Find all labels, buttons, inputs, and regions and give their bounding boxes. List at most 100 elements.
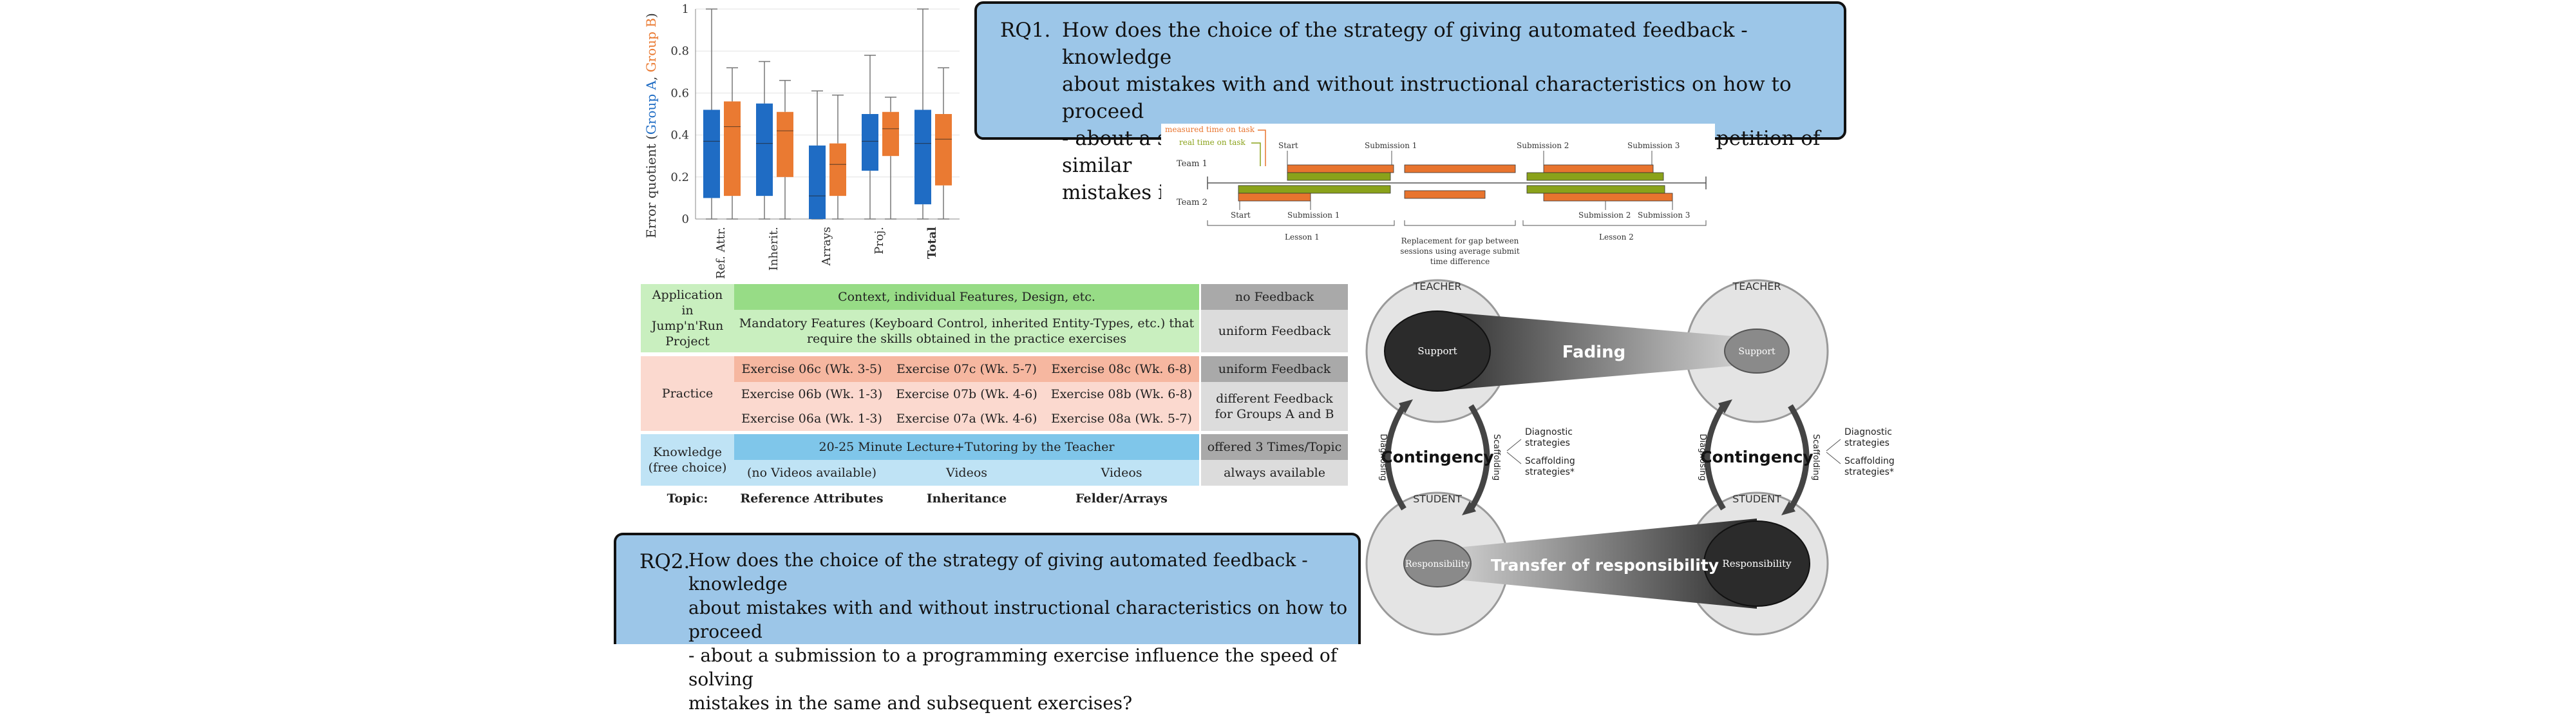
team2-l1-real-bar <box>1238 185 1391 194</box>
scaffstrat-pointer-right <box>1826 452 1841 464</box>
row-header-knowledge: Knowledge (free choice) <box>641 434 734 486</box>
team2-l1-measured-bar <box>1238 193 1311 202</box>
gap-replacement-bar-bottom <box>1404 190 1486 199</box>
gap-label-line1: Replacement for gap between <box>1401 236 1519 245</box>
scaffolding-strategies-right-l2: strategies* <box>1844 467 1894 477</box>
boxplot-boxes <box>703 8 952 220</box>
student-label-left: STUDENT <box>1413 493 1462 505</box>
diagnostic-strategies-left-l2: strategies <box>1525 438 1570 448</box>
responsibility-ellipse-large <box>1703 520 1810 607</box>
rq2-line: How does the choice of the strategy of g… <box>688 549 1308 595</box>
rq2-label: RQ2. <box>639 550 690 573</box>
team2-sub3-label: Submission 3 <box>1638 211 1690 220</box>
transfer-label: Transfer of responsibility <box>1491 556 1719 575</box>
measured-arrow <box>1258 129 1266 166</box>
boxplot-y-label: Error quotient (Group A, Group B) <box>643 13 659 238</box>
app-context-cell: Context, individual Features, Design, et… <box>734 284 1199 310</box>
diagnostic-pointer-right <box>1826 439 1841 452</box>
x-category-label: Total <box>925 227 939 259</box>
responsibility-ellipse-small <box>1403 540 1472 587</box>
cycle-arc-right-left <box>1704 404 1726 511</box>
x-category-label: Inherit. <box>767 227 781 271</box>
real-arrow <box>1251 142 1261 166</box>
topic-inheritance: Inheritance <box>926 491 1007 506</box>
contingency-label-left: Contingency <box>1381 448 1493 466</box>
y-tick-label: 0.2 <box>670 171 689 184</box>
teacher-label-left: TEACHER <box>1413 280 1462 292</box>
team1-sub3-label: Submission 3 <box>1627 141 1680 150</box>
scaffstrat-pointer-left <box>1506 452 1522 464</box>
ylabel-group-b: Group B <box>643 18 659 72</box>
row-header-application: Application in Jump'n'Run Project <box>641 284 734 352</box>
videos-cell-inh: Videos <box>889 460 1044 486</box>
fading-band <box>1437 311 1757 391</box>
cycle-arrowhead-right-top <box>1718 399 1732 414</box>
box-group-a <box>756 103 773 196</box>
team2-l2-real-bar <box>1526 185 1665 194</box>
y-tick-label: 1 <box>682 3 689 16</box>
gap-label-line3: time difference <box>1430 257 1490 266</box>
x-category-label: Ref. Attr. <box>714 227 728 279</box>
timeline-diagram: measured time on task real time on task … <box>1161 124 1715 278</box>
box-group-b <box>777 111 793 177</box>
box-group-a <box>703 110 720 198</box>
scaffolding-strategies-left-l1: Scaffolding <box>1525 456 1575 466</box>
lecture-cell: 20-25 Minute Lecture+Tutoring by the Tea… <box>734 434 1199 460</box>
team2-sub1-label: Submission 1 <box>1287 211 1340 220</box>
exercise-06c: Exercise 06c (Wk. 3-5) <box>734 356 889 382</box>
team1-l1-real-bar <box>1287 172 1391 181</box>
diagnosing-label-left: Diagnosing <box>1378 434 1388 481</box>
y-tick-label: 0.8 <box>670 44 689 58</box>
rq1-box: RQ1. How does the choice of the strategy… <box>974 1 1846 204</box>
scaffolding-strategies-left-l2: strategies* <box>1525 467 1575 477</box>
diagnostic-strategies-right-l1: Diagnostic <box>1844 427 1892 437</box>
y-tick-label: 0.4 <box>670 129 689 142</box>
exercise-07a: Exercise 07a (Wk. 4-6) <box>889 406 1044 431</box>
x-category-label: Proj. <box>873 227 886 254</box>
rq1-label: RQ1. <box>1000 19 1051 42</box>
always-available-cell: always available <box>1201 460 1348 486</box>
practice-uniform-cell: uniform Feedback <box>1201 356 1348 382</box>
box-group-a <box>809 145 826 219</box>
box-group-a <box>862 114 878 171</box>
teacher-label-right: TEACHER <box>1732 280 1781 292</box>
rq2-line: about mistakes with and without instruct… <box>688 597 1348 642</box>
app-mandatory-cell: Mandatory Features (Keyboard Control, in… <box>734 310 1199 352</box>
scaffolding-strategies-right-l1: Scaffolding <box>1844 456 1895 466</box>
rq2-box: RQ2. How does the choice of the strategy… <box>614 533 1361 714</box>
transfer-band <box>1437 519 1757 609</box>
diagnosing-label-right: Diagnosing <box>1698 434 1707 481</box>
lesson2-brace <box>1522 220 1707 226</box>
practice-different-cell: different Feedback for Groups A and B <box>1201 382 1348 431</box>
support-ellipse-small <box>1724 329 1790 374</box>
topic-reference-attributes: Reference Attributes <box>740 491 884 506</box>
contingency-label-right: Contingency <box>1700 448 1813 466</box>
ylabel-sep: , <box>643 72 659 81</box>
box-group-b <box>935 114 952 186</box>
real-time-label: real time on task <box>1179 138 1246 147</box>
topic-label: Topic: <box>667 491 708 506</box>
cycle-arrowhead-left-top <box>1399 399 1413 414</box>
rq1-line: How does the choice of the strategy of g… <box>1062 19 1748 69</box>
measured-time-label: measured time on task <box>1165 125 1255 134</box>
team2-l2-measured-bar <box>1543 193 1673 202</box>
topic-arrays: Felder/Arrays <box>1075 491 1168 506</box>
rq2-line: - about a submission to a programming ex… <box>688 645 1338 690</box>
gap-label-line2: sessions using average submit <box>1400 247 1520 256</box>
scaffolding-label-right: Scaffolding <box>1811 434 1821 481</box>
course-structure-table: Application in Jump'n'Run Project Practi… <box>641 284 1348 510</box>
scaffolding-label-left: Scaffolding <box>1492 434 1501 481</box>
support-label-large: Support <box>1417 345 1457 357</box>
diagnostic-strategies-left-l1: Diagnostic <box>1525 427 1573 437</box>
ylabel-suffix: ) <box>643 13 659 18</box>
team1-label: Team 1 <box>1177 159 1208 169</box>
student-label-right: STUDENT <box>1732 493 1781 505</box>
scaffolding-diagram: TEACHER TEACHER STUDENT STUDENT Support … <box>1365 279 1895 636</box>
exercise-06a: Exercise 06a (Wk. 1-3) <box>734 406 889 431</box>
team1-l1-measured-bar <box>1287 164 1394 173</box>
cycle-arrowhead-left-bottom <box>1462 501 1476 515</box>
videos-cell-arr: Videos <box>1044 460 1199 486</box>
rq2-text: How does the choice of the strategy of g… <box>688 548 1358 715</box>
rq2-line: mistakes in the same and subsequent exer… <box>688 692 1133 714</box>
